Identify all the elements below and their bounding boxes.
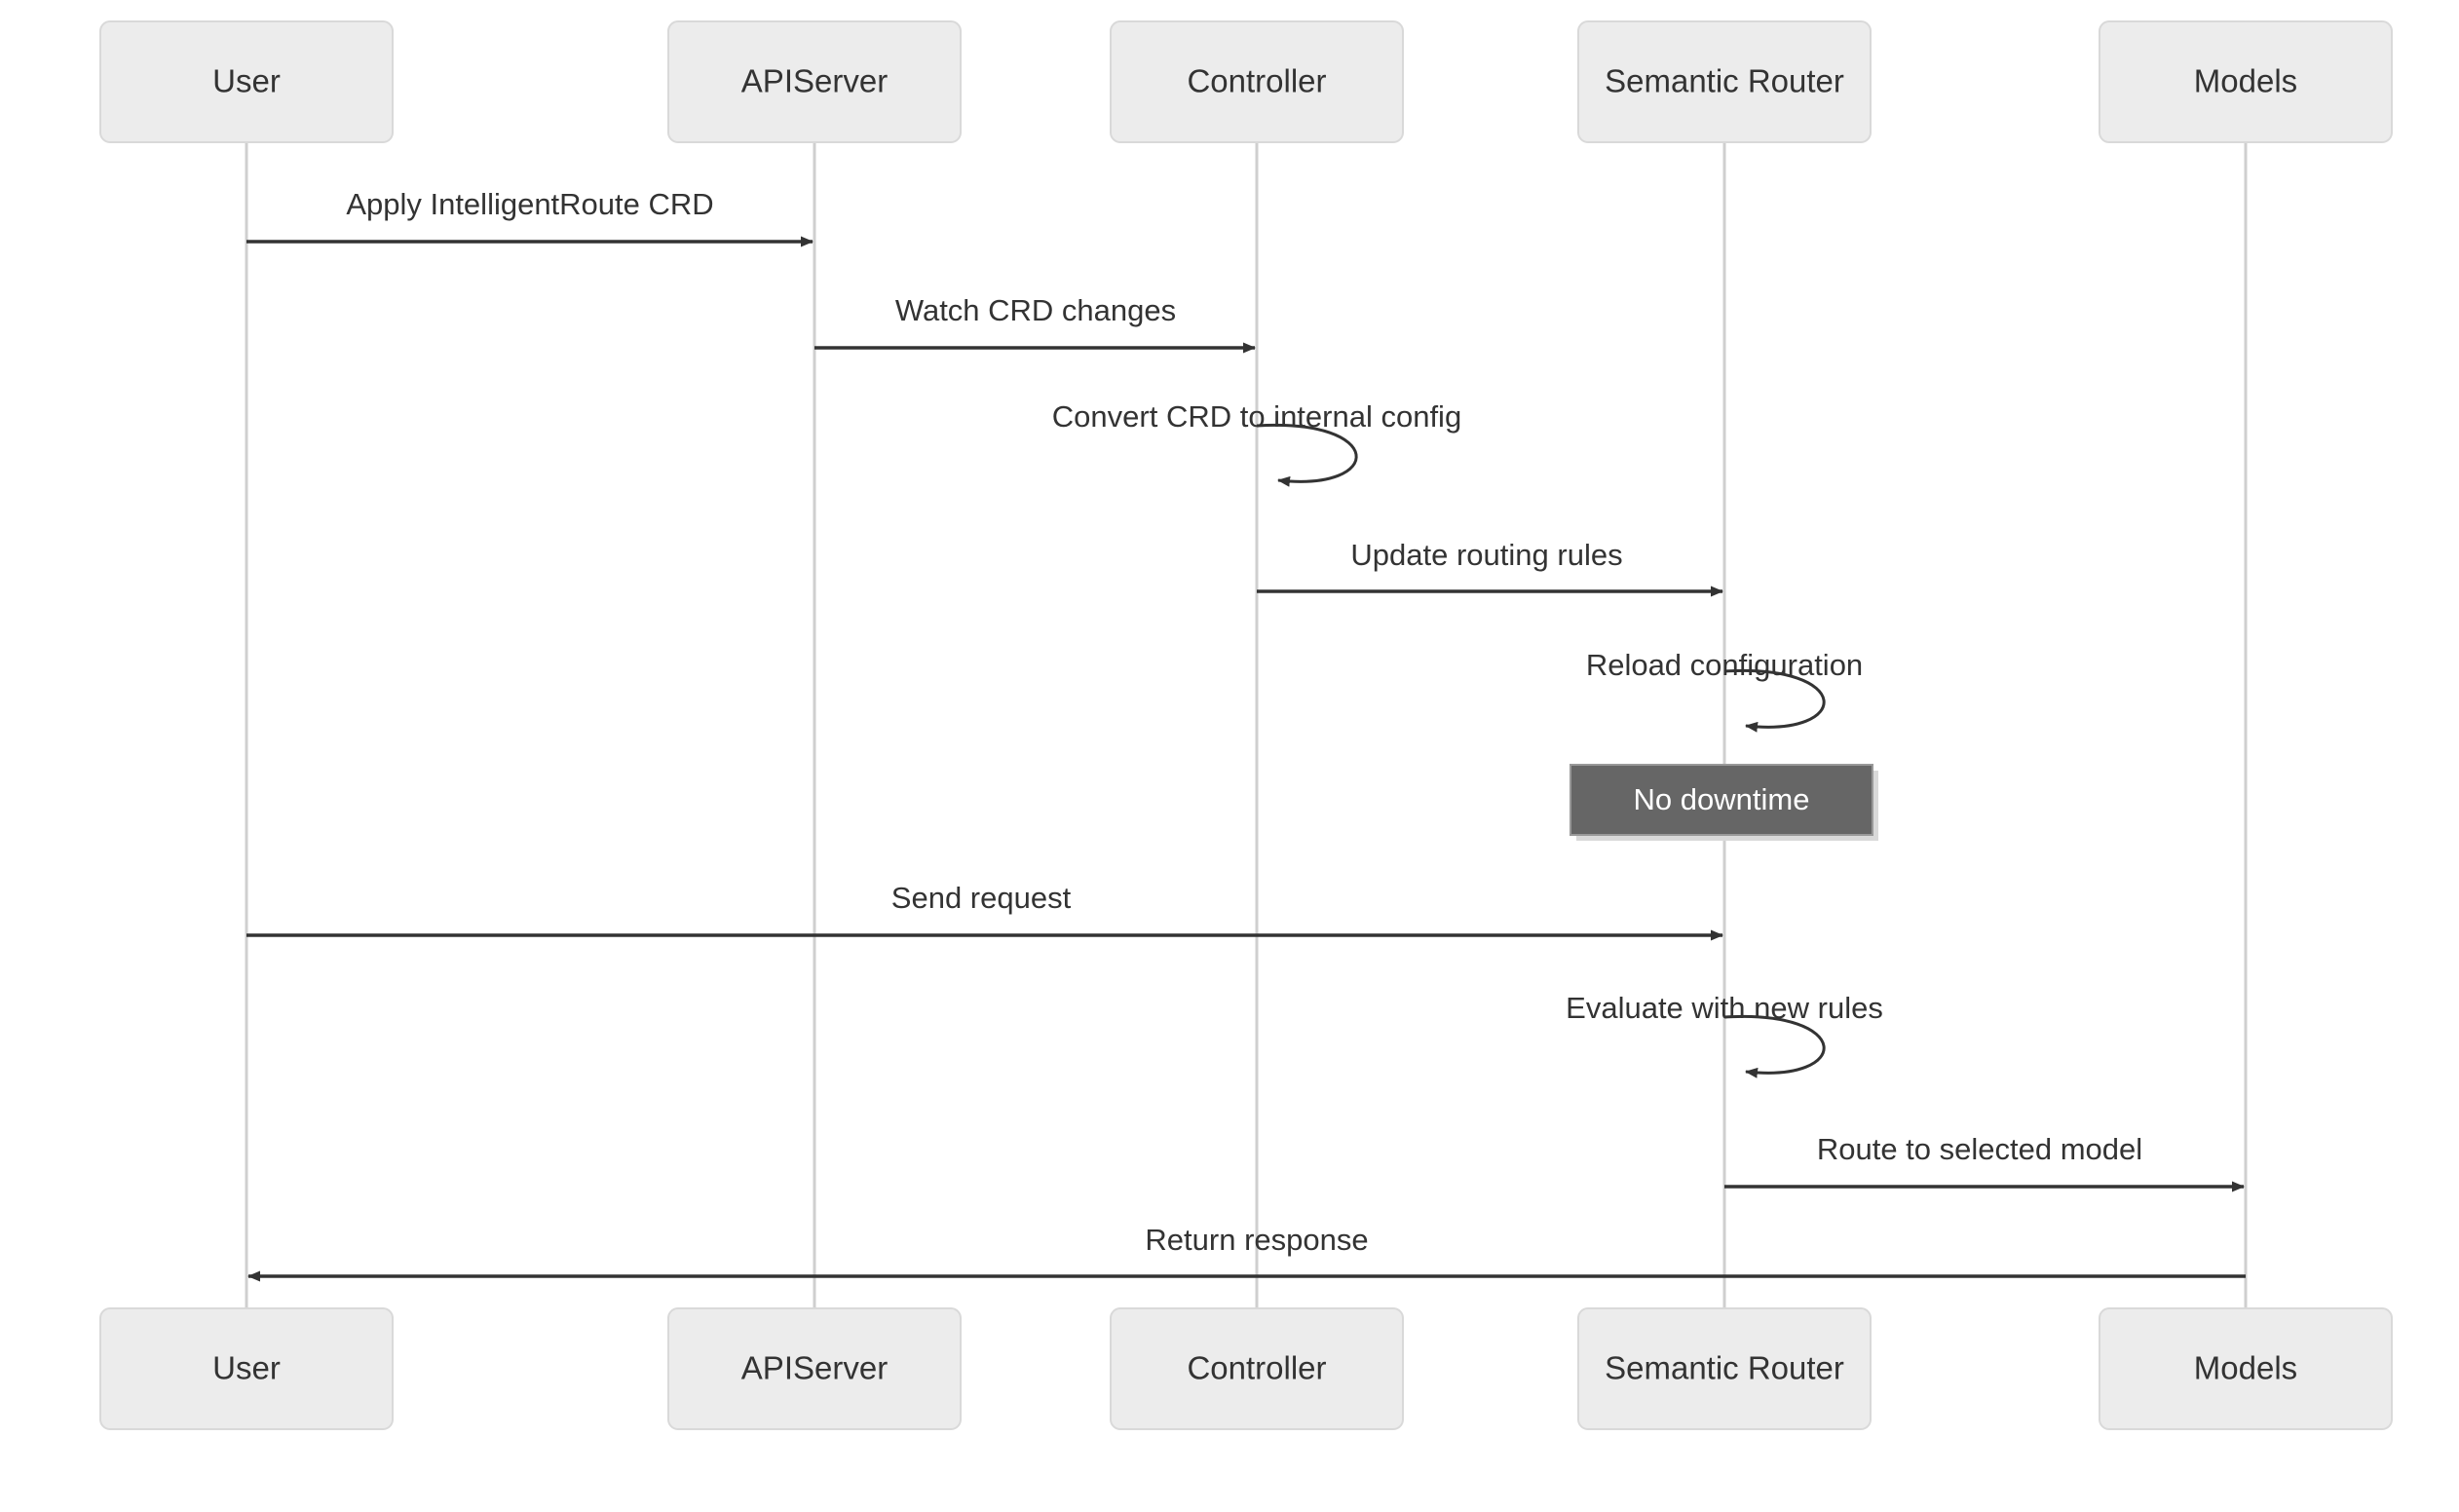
actor-box-router-top <box>1577 20 1872 143</box>
actors-top-group: User APIServer Controller Semantic Router Mo… <box>99 20 2393 143</box>
message-m2[interactable]: Watch CRD changes <box>814 293 1256 354</box>
actor-box-user-top <box>99 20 394 143</box>
self-loop-path-m3 <box>1256 423 1358 487</box>
note-label-n1: No downtime <box>1634 782 1810 816</box>
actor-models-bottom[interactable]: Models <box>2099 1307 2393 1430</box>
message-m9[interactable]: Return response <box>247 1223 2246 1282</box>
self-loop-path-m5 <box>1723 668 1826 733</box>
actor-label-router-top: Semantic Router <box>1605 63 1844 99</box>
message-label-m8: Route to selected model <box>1817 1132 2142 1166</box>
actor-controller-bottom[interactable]: Controller <box>1110 1307 1404 1430</box>
message-m6[interactable]: Send request <box>246 881 1723 941</box>
message-m3[interactable]: Convert CRD to internal config <box>1052 399 1461 487</box>
message-label-m6: Send request <box>891 881 1072 915</box>
actor-label-controller-top: Controller <box>1187 63 1326 99</box>
actor-apiserver-bottom[interactable]: APIServer <box>667 1307 962 1430</box>
message-label-m1: Apply IntelligentRoute CRD <box>346 187 713 221</box>
message-label-m5: Reload configuration <box>1586 648 1863 682</box>
actor-label-models-bottom: Models <box>2194 1350 2297 1386</box>
actor-controller-top[interactable]: Controller <box>1110 20 1404 143</box>
actors-bottom-group: User APIServer Controller Semantic Router Mo… <box>99 1307 2393 1430</box>
actor-box-apiserver-bottom <box>667 1307 962 1430</box>
actor-box-user-bottom <box>99 1307 394 1430</box>
actor-label-controller-bottom: Controller <box>1187 1350 1326 1386</box>
actor-label-apiserver-bottom: APIServer <box>741 1350 888 1386</box>
actor-label-apiserver-top: APIServer <box>741 63 888 99</box>
actor-label-user-top: User <box>212 63 281 99</box>
message-label-m9: Return response <box>1145 1223 1368 1257</box>
actor-user-bottom[interactable]: User <box>99 1307 394 1430</box>
message-m5[interactable]: Reload configuration <box>1586 648 1863 733</box>
actor-user-top[interactable]: User <box>99 20 394 143</box>
actor-apiserver-top[interactable]: APIServer <box>667 20 962 143</box>
lifelines-group <box>245 142 2248 1308</box>
note-n1[interactable]: No downtime <box>1570 764 1878 841</box>
actor-router-top[interactable]: Semantic Router <box>1577 20 1872 143</box>
message-m8[interactable]: Route to selected model <box>1724 1132 2245 1192</box>
actor-label-router-bottom: Semantic Router <box>1605 1350 1844 1386</box>
message-label-m4: Update routing rules <box>1350 538 1622 572</box>
message-m7[interactable]: Evaluate with new rules <box>1566 991 1883 1078</box>
note-box-n1 <box>1570 764 1873 836</box>
actor-router-bottom[interactable]: Semantic Router <box>1577 1307 1872 1430</box>
messages-group: Apply IntelligentRoute CRD Watch CRD chan… <box>246 187 2246 1282</box>
actor-label-user-bottom: User <box>212 1350 281 1386</box>
message-label-m3: Convert CRD to internal config <box>1052 399 1461 434</box>
actor-label-models-top: Models <box>2194 63 2297 99</box>
message-m4[interactable]: Update routing rules <box>1257 538 1723 597</box>
actor-box-controller-bottom <box>1110 1307 1404 1430</box>
actor-box-apiserver-top <box>667 20 962 143</box>
actor-models-top[interactable]: Models <box>2099 20 2393 143</box>
actor-box-controller-top <box>1110 20 1404 143</box>
message-label-m2: Watch CRD changes <box>895 293 1176 327</box>
self-loop-path-m7 <box>1723 1014 1826 1078</box>
message-label-m7: Evaluate with new rules <box>1566 991 1883 1025</box>
actor-box-models-top <box>2099 20 2393 143</box>
notes-group: No downtime <box>1570 764 1878 841</box>
actor-box-models-bottom <box>2099 1307 2393 1430</box>
actor-box-router-bottom <box>1577 1307 1872 1430</box>
message-m1[interactable]: Apply IntelligentRoute CRD <box>246 187 813 247</box>
